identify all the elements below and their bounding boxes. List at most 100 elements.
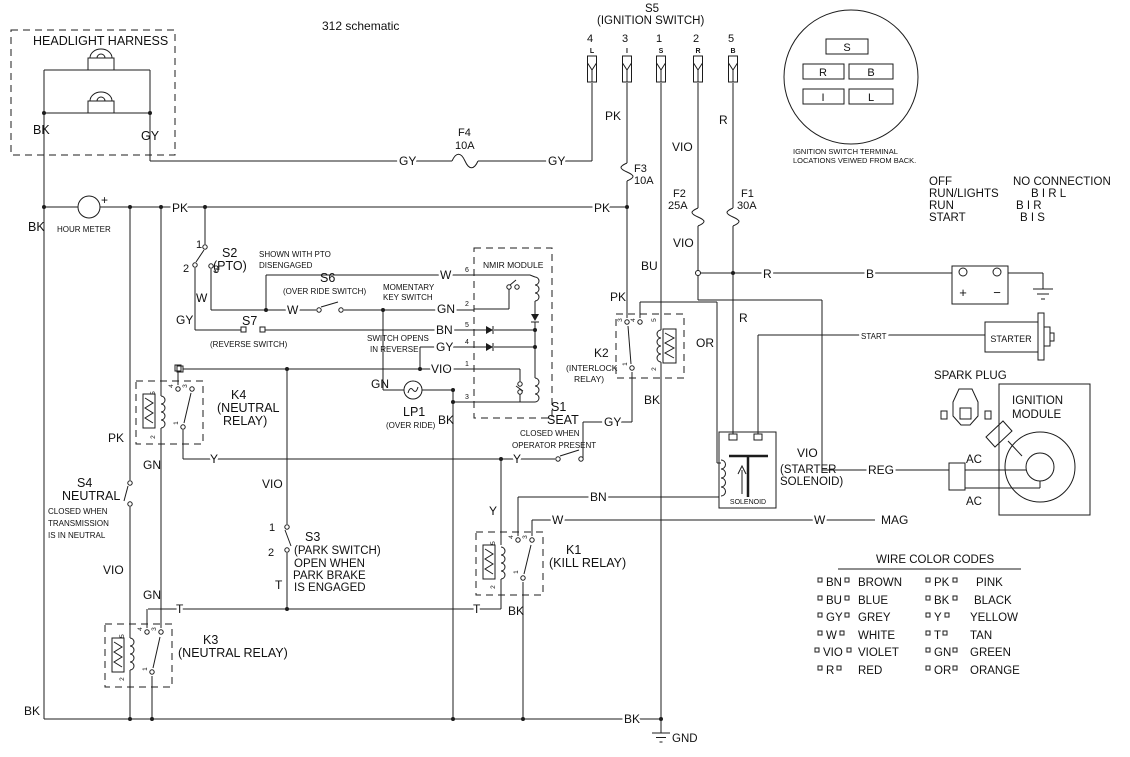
wire-bk-nmir: BK xyxy=(438,413,454,427)
wire-mag: MAG xyxy=(881,513,908,527)
wire-y-seat: Y xyxy=(513,452,521,466)
fuse-f1-icon xyxy=(727,208,739,226)
k3-name: (NEUTRAL RELAY) xyxy=(178,646,288,660)
mode-runlights: RUN/LIGHTS xyxy=(929,188,999,200)
wire-pk-k2: PK xyxy=(610,290,626,304)
reg-connector-icon xyxy=(949,463,965,490)
wire-t-k1: T xyxy=(473,602,481,616)
s1-note-1: CLOSED WHEN xyxy=(520,429,580,438)
legend-connector-squares xyxy=(815,578,957,670)
wire-w-s6: W xyxy=(287,303,299,317)
vio-r-connector xyxy=(696,271,701,276)
relay-k4-box xyxy=(136,381,203,444)
fuse-f3-id: F3 xyxy=(634,163,647,175)
pad-r-box xyxy=(803,64,844,79)
k4-name-2: RELAY) xyxy=(223,414,267,428)
wire-gy-s2: GY xyxy=(176,313,193,327)
connector-lug-r xyxy=(694,56,703,82)
lp1-lamp-icon xyxy=(404,381,422,399)
s4-neutral-switch xyxy=(124,481,132,506)
nmir-module-box xyxy=(474,248,552,418)
k1-pin-5: 5 xyxy=(490,541,497,545)
s5-term-b: B xyxy=(730,48,735,55)
solenoid-inner: SOLENOID xyxy=(730,499,766,506)
wire-w-k1: W xyxy=(552,513,564,527)
relay-k2-box xyxy=(616,314,684,378)
fuse-f2-id: F2 xyxy=(673,188,686,200)
pad-b: B xyxy=(867,67,874,79)
gnd-icon xyxy=(652,733,670,742)
wire-vio-s5: VIO xyxy=(672,140,693,154)
s1-note-2: OPERATOR PRESENT xyxy=(512,441,596,450)
wire-t-k3: T xyxy=(176,602,184,616)
wcc-r: R xyxy=(826,665,834,677)
wcc-orange: ORANGE xyxy=(970,665,1020,677)
solenoid-name-1: (STARTER xyxy=(780,464,836,476)
s6-id: S6 xyxy=(320,271,335,285)
terminal-note-2: LOCATIONS VEIWED FROM BACK. xyxy=(793,156,916,165)
k1-id: K1 xyxy=(566,543,581,557)
s5-term-5: 5 xyxy=(728,33,734,45)
fuse-f3-icon xyxy=(621,163,633,181)
k4-pin-2: 2 xyxy=(150,435,157,439)
s5-connectors xyxy=(588,56,738,82)
k2-pin-5: 5 xyxy=(651,318,658,322)
wcc-green: GREEN xyxy=(970,647,1011,659)
schematic-title: 312 schematic xyxy=(322,19,399,33)
s5-name: (IGNITION SWITCH) xyxy=(597,15,704,27)
wire-ac-1: AC xyxy=(966,454,982,466)
wire-r-batt: R xyxy=(763,267,772,281)
fuse-f4-rating: 10A xyxy=(455,140,475,152)
wire-bk-bottom-right: BK xyxy=(624,712,640,726)
s7-note-1: SWITCH OPENS xyxy=(367,334,429,343)
wire-pk-k4: PK xyxy=(108,431,124,445)
s4-note-1: CLOSED WHEN xyxy=(48,507,108,516)
k4-pin-5: 5 xyxy=(150,391,157,395)
s3-note-3: IS ENGAGED xyxy=(294,582,366,594)
s5-term-s: S xyxy=(659,48,664,55)
s2-term-2: 2 xyxy=(183,263,189,275)
wire-gn-k3: GN xyxy=(143,588,161,602)
k2-pin-1: 1 xyxy=(622,362,629,366)
s6-name: (OVER RIDE SWITCH) xyxy=(283,287,366,296)
s6-note-2: KEY SWITCH xyxy=(383,293,433,302)
k3-pin-5: 5 xyxy=(119,634,126,638)
wire-gn-lp1: GN xyxy=(371,377,389,391)
relay-k3-box xyxy=(105,624,172,687)
wcc-black: BLACK xyxy=(974,595,1012,607)
wire-w-s2: W xyxy=(196,291,208,305)
terminal-note-1: IGNITION SWITCH TERMINAL xyxy=(793,147,898,156)
wcc-red: RED xyxy=(858,665,882,677)
gnd-label: GND xyxy=(672,733,698,745)
s2-term-1: 1 xyxy=(196,239,202,251)
lp1-name: (OVER RIDE) xyxy=(386,421,436,430)
s3-name: (PARK SWITCH) xyxy=(294,545,381,557)
wire-t-s3: T xyxy=(275,578,283,592)
fuse-f1-rating: 30A xyxy=(737,200,757,212)
s5-term-2: 2 xyxy=(693,33,699,45)
wire-vio-nmir: VIO xyxy=(431,362,452,376)
nmir-term-4: 4 xyxy=(465,339,469,346)
s1-seat-switch xyxy=(556,450,583,461)
k1-pin-2: 2 xyxy=(490,585,497,589)
k3-pin-3: 3 xyxy=(151,627,158,631)
wcc-pink: PINK xyxy=(976,577,1003,589)
headlight-harness-title: HEADLIGHT HARNESS xyxy=(33,34,168,48)
s5-term-l: L xyxy=(590,48,595,55)
spark-plug-icon xyxy=(941,389,991,425)
nmir-term-6: 6 xyxy=(465,267,469,274)
k3-pin-2: 2 xyxy=(119,677,126,681)
pad-s: S xyxy=(843,42,850,54)
s1-name: SEAT xyxy=(547,413,579,427)
k4-pin-3: 3 xyxy=(182,384,189,388)
wcc-brown: BROWN xyxy=(858,577,902,589)
wire-r-f1: R xyxy=(739,311,748,325)
wcc-bu: BU xyxy=(826,595,842,607)
pad-i-box xyxy=(803,89,844,104)
wire-bu: BU xyxy=(641,259,658,273)
hour-meter-icon xyxy=(78,196,100,218)
s5-term-1: 1 xyxy=(656,33,662,45)
s2-id: S2 xyxy=(222,246,237,260)
